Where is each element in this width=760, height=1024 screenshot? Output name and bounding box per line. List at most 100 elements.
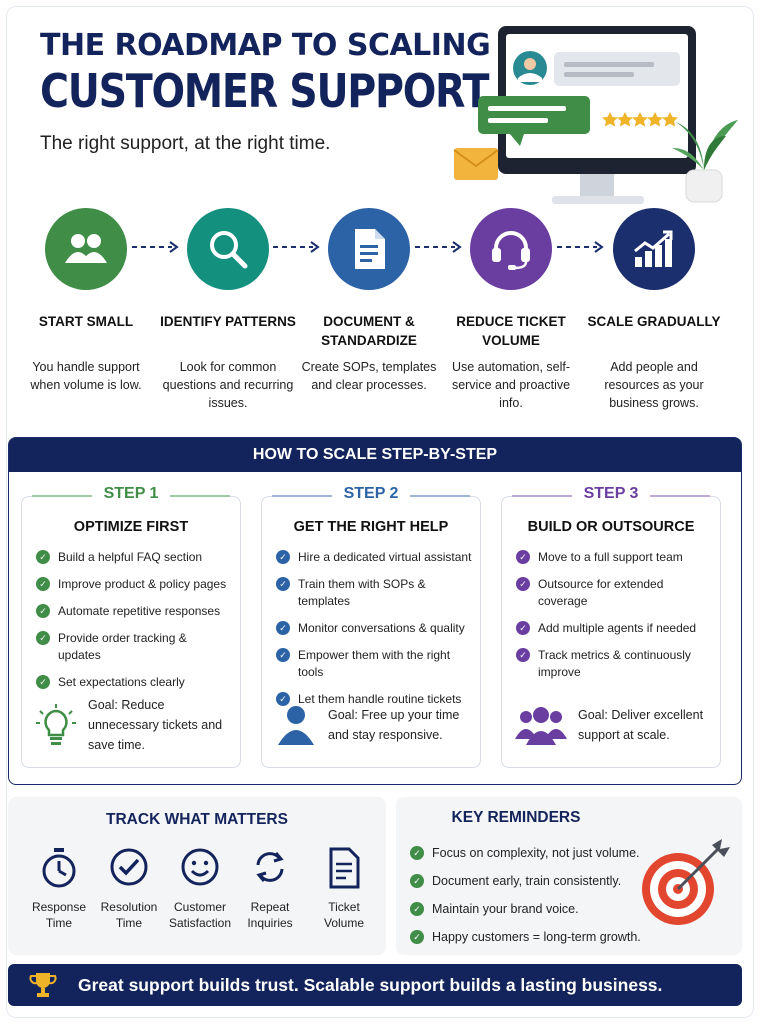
check-icon: ✓	[276, 621, 290, 635]
step-title: GET THE RIGHT HELP	[293, 519, 449, 535]
target-icon	[638, 837, 732, 927]
list-item: ✓Set expectations clearly	[36, 674, 232, 691]
list-item: ✓Move to a full support team	[516, 549, 712, 566]
metric-repeat-inquiries: Repeat Inquiries	[233, 847, 307, 931]
process-step-desc: You handle support when volume is low.	[30, 360, 142, 392]
check-icon: ✓	[36, 550, 50, 564]
goal-text: Goal: Free up your time and stay respons…	[328, 708, 460, 742]
list-item: ✓Add multiple agents if needed	[516, 620, 712, 637]
step-card-2: STEP 2 GET THE RIGHT HELP ✓Hire a dedica…	[261, 485, 481, 768]
step-title: BUILD OR OUTSOURCE	[527, 519, 695, 535]
list-item: ✓Train them with SOPs & templates	[276, 576, 472, 610]
team-icon	[514, 703, 568, 747]
step-label: STEP 3	[502, 485, 720, 503]
process-step-title: IDENTIFY PATTERNS	[160, 314, 296, 329]
step-checklist: ✓Hire a dedicated virtual assistant ✓Tra…	[276, 549, 472, 718]
person-icon	[274, 703, 318, 747]
process-step-desc: Use automation, self-service and proacti…	[451, 360, 571, 410]
metric-ticket-volume: Ticket Volume	[307, 847, 381, 931]
reminders-list: ✓Focus on complexity, not just volume. ✓…	[410, 839, 641, 951]
metric-customer-satisfaction: Customer Satisfaction	[163, 847, 237, 931]
check-icon: ✓	[410, 846, 424, 860]
step-checklist: ✓Build a helpful FAQ section ✓Improve pr…	[36, 549, 232, 701]
metric-label: Customer Satisfaction	[168, 900, 232, 930]
metric-label: Repeat Inquiries	[247, 900, 293, 930]
step-label: STEP 1	[22, 485, 240, 503]
step-title: OPTIMIZE FIRST	[73, 519, 189, 535]
process-step-title: START SMALL	[38, 314, 134, 329]
check-icon: ✓	[276, 577, 290, 591]
smiley-icon	[180, 847, 220, 887]
magnifier-icon	[187, 208, 269, 290]
growth-chart-icon	[613, 208, 695, 290]
list-item: ✓Improve product & policy pages	[36, 576, 232, 593]
arrow-icon	[271, 240, 321, 254]
title-line-1: THE ROADMAP TO SCALING	[40, 28, 491, 63]
title-line-2: CUSTOMER SUPPORT	[40, 64, 489, 118]
check-icon: ✓	[276, 648, 290, 662]
check-icon: ✓	[276, 692, 290, 706]
process-step-start-small: START SMALL You handle support when volu…	[18, 208, 154, 394]
check-icon: ✓	[36, 604, 50, 618]
process-step-scale-gradually: SCALE GRADUALLY Add people and resources…	[586, 208, 722, 412]
document-icon	[328, 208, 410, 290]
check-icon: ✓	[516, 550, 530, 564]
check-circle-icon	[109, 847, 149, 887]
check-icon: ✓	[516, 648, 530, 662]
process-step-document-standardize: DOCUMENT & STANDARDIZE Create SOPs, temp…	[301, 208, 437, 394]
repeat-icon	[250, 847, 290, 887]
metric-label: Response Time	[31, 900, 87, 930]
track-title: TRACK WHAT MATTERS	[106, 811, 288, 828]
goal-text: Goal: Reduce unnecessary tickets and sav…	[88, 698, 223, 752]
check-icon: ✓	[410, 874, 424, 888]
list-item: ✓Empower them with the right tools	[276, 647, 472, 681]
list-item: ✓Provide order tracking & updates	[36, 630, 232, 664]
check-icon: ✓	[516, 577, 530, 591]
check-icon: ✓	[36, 577, 50, 591]
list-item: ✓Let them handle routine tickets	[276, 691, 472, 708]
arrow-icon	[413, 240, 463, 254]
list-item: ✓Happy customers = long-term growth.	[410, 923, 641, 951]
list-item: ✓Document early, train consistently.	[410, 867, 641, 895]
process-step-desc: Add people and resources as your busines…	[604, 360, 704, 410]
ticket-doc-icon	[324, 847, 364, 889]
hero-illustration	[450, 24, 750, 214]
list-item: ✓Focus on complexity, not just volume.	[410, 839, 641, 867]
check-icon: ✓	[516, 621, 530, 635]
footer-banner-text: Great support builds trust. Scalable sup…	[78, 974, 663, 995]
process-step-title: SCALE GRADUALLY	[587, 314, 721, 329]
users-icon	[45, 208, 127, 290]
process-step-desc: Look for common questions and recurring …	[162, 360, 294, 410]
metric-label: Resolution Time	[100, 900, 158, 930]
metric-response-time: Response Time	[22, 847, 96, 931]
check-icon: ✓	[36, 675, 50, 689]
step-label: STEP 2	[262, 485, 480, 503]
step-card-1: STEP 1 OPTIMIZE FIRST ✓Build a helpful F…	[21, 485, 241, 768]
step-goal: Goal: Deliver excellent support at scale…	[514, 695, 712, 755]
metric-label: Ticket Volume	[323, 900, 365, 930]
scale-section-header: HOW TO SCALE STEP-BY-STEP	[9, 438, 741, 472]
step-card-3: STEP 3 BUILD OR OUTSOURCE ✓Move to a ful…	[501, 485, 721, 768]
arrow-icon	[130, 240, 180, 254]
stopwatch-icon	[39, 847, 79, 888]
how-to-scale-panel: HOW TO SCALE STEP-BY-STEP STEP 1 OPTIMIZ…	[8, 437, 742, 785]
check-icon: ✓	[36, 631, 50, 645]
check-icon: ✓	[410, 902, 424, 916]
step-checklist: ✓Move to a full support team ✓Outsource …	[516, 549, 712, 691]
metric-resolution-time: Resolution Time	[92, 847, 166, 931]
check-icon: ✓	[410, 930, 424, 944]
footer-banner: Great support builds trust. Scalable sup…	[8, 964, 742, 1006]
process-step-title: DOCUMENT & STANDARDIZE	[321, 314, 417, 348]
process-step-desc: Create SOPs, templates and clear process…	[301, 360, 437, 392]
goal-text: Goal: Deliver excellent support at scale…	[578, 708, 704, 742]
step-goal: Goal: Reduce unnecessary tickets and sav…	[34, 695, 232, 755]
lightbulb-icon	[34, 703, 78, 747]
list-item: ✓Maintain your brand voice.	[410, 895, 641, 923]
list-item: ✓Automate repetitive responses	[36, 603, 232, 620]
headset-icon	[470, 208, 552, 290]
trophy-icon	[28, 970, 58, 1000]
step-goal: Goal: Free up your time and stay respons…	[274, 695, 472, 755]
reminders-title: KEY REMINDERS	[451, 809, 581, 826]
track-what-matters-panel: TRACK WHAT MATTERS Response Time Resolut…	[8, 797, 386, 955]
process-step-reduce-ticket-volume: REDUCE TICKET VOLUME Use automation, sel…	[443, 208, 579, 412]
